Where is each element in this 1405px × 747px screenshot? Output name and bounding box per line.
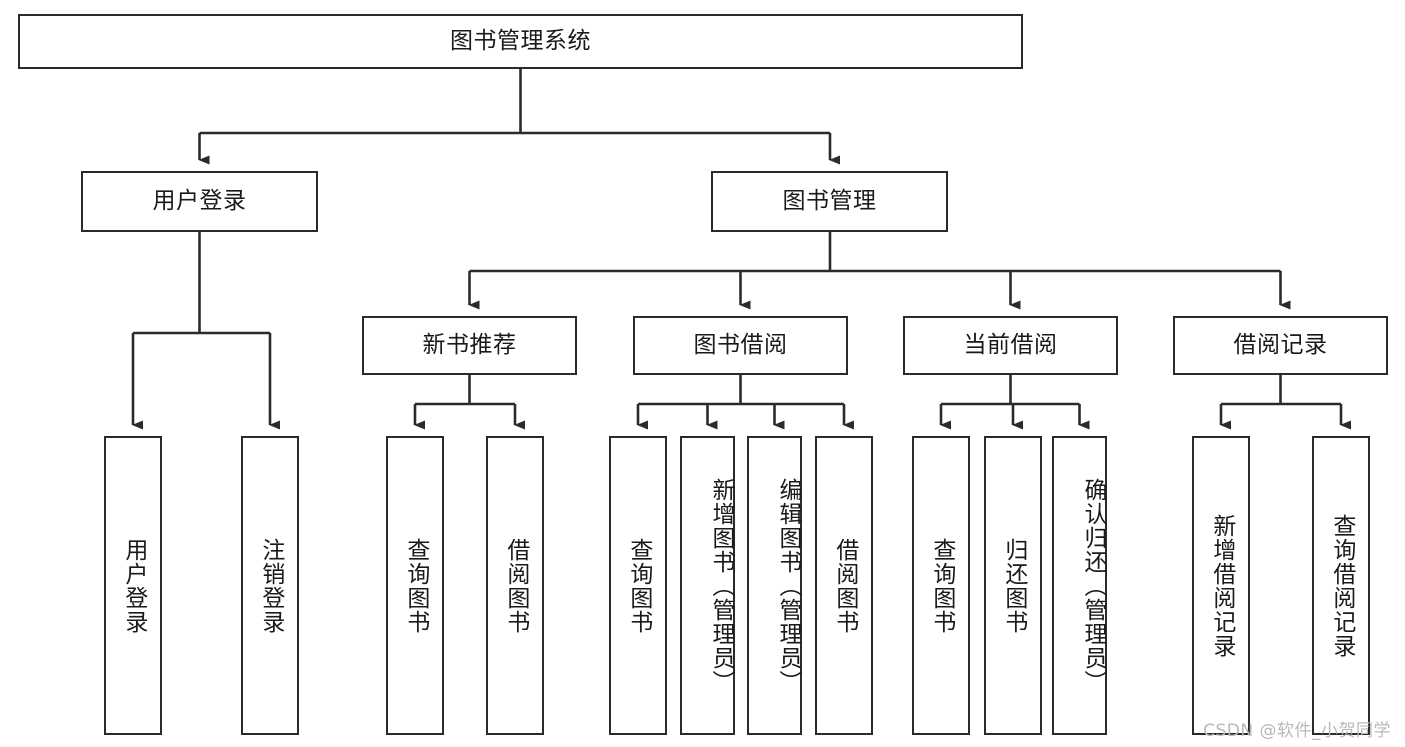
watermark-text: CSDN @软件_小贺同学 xyxy=(1203,721,1391,741)
node-leaf-logout-login[interactable]: 注销登录 xyxy=(241,436,299,735)
node-leaf-borrow-book-recommend-label: 借阅图书 xyxy=(502,537,529,634)
node-root[interactable]: 图书管理系统 xyxy=(18,14,1023,69)
node-book-management-label: 图书管理 xyxy=(782,187,877,214)
node-leaf-add-borrow-record[interactable]: 新增借阅记录 xyxy=(1192,436,1250,735)
node-leaf-add-borrow-record-label: 新增借阅记录 xyxy=(1208,513,1235,658)
node-leaf-add-book-admin-label: 新增图书（管理员） xyxy=(708,477,734,694)
node-leaf-query-book-current-label: 查询图书 xyxy=(928,537,955,634)
node-current-borrow-label: 当前借阅 xyxy=(963,331,1058,358)
node-leaf-borrow-book-recommend[interactable]: 借阅图书 xyxy=(486,436,544,735)
node-leaf-edit-book-admin-label: 编辑图书（管理员） xyxy=(775,477,801,694)
node-book-borrow-label: 图书借阅 xyxy=(693,331,788,358)
node-book-borrow[interactable]: 图书借阅 xyxy=(633,316,848,375)
node-leaf-confirm-return-admin-label: 确认归还（管理员） xyxy=(1080,477,1106,694)
node-borrow-records[interactable]: 借阅记录 xyxy=(1173,316,1388,375)
node-leaf-borrow-book-label: 借阅图书 xyxy=(831,537,858,634)
node-leaf-query-book-current[interactable]: 查询图书 xyxy=(912,436,970,735)
node-leaf-borrow-book[interactable]: 借阅图书 xyxy=(815,436,873,735)
node-leaf-return-book[interactable]: 归还图书 xyxy=(984,436,1042,735)
node-leaf-query-book-borrow[interactable]: 查询图书 xyxy=(609,436,667,735)
node-borrow-records-label: 借阅记录 xyxy=(1233,331,1328,358)
node-user-login-label: 用户登录 xyxy=(152,187,247,214)
node-new-book-recommend[interactable]: 新书推荐 xyxy=(362,316,577,375)
node-new-book-recommend-label: 新书推荐 xyxy=(422,331,517,358)
node-leaf-confirm-return-admin[interactable]: 确认归还（管理员） xyxy=(1052,436,1107,735)
node-leaf-query-book-recommend[interactable]: 查询图书 xyxy=(386,436,444,735)
node-leaf-user-login-label: 用户登录 xyxy=(120,537,147,634)
node-user-login[interactable]: 用户登录 xyxy=(81,171,318,232)
node-leaf-query-borrow-record-label: 查询借阅记录 xyxy=(1328,513,1355,658)
node-leaf-add-book-admin[interactable]: 新增图书（管理员） xyxy=(680,436,735,735)
node-leaf-return-book-label: 归还图书 xyxy=(1000,537,1027,634)
node-leaf-query-book-recommend-label: 查询图书 xyxy=(402,537,429,634)
node-leaf-user-login[interactable]: 用户登录 xyxy=(104,436,162,735)
node-book-management[interactable]: 图书管理 xyxy=(711,171,948,232)
node-current-borrow[interactable]: 当前借阅 xyxy=(903,316,1118,375)
node-leaf-edit-book-admin[interactable]: 编辑图书（管理员） xyxy=(747,436,802,735)
node-leaf-logout-login-label: 注销登录 xyxy=(257,537,284,634)
node-leaf-query-book-borrow-label: 查询图书 xyxy=(625,537,652,634)
node-leaf-query-borrow-record[interactable]: 查询借阅记录 xyxy=(1312,436,1370,735)
node-root-label: 图书管理系统 xyxy=(450,27,591,54)
